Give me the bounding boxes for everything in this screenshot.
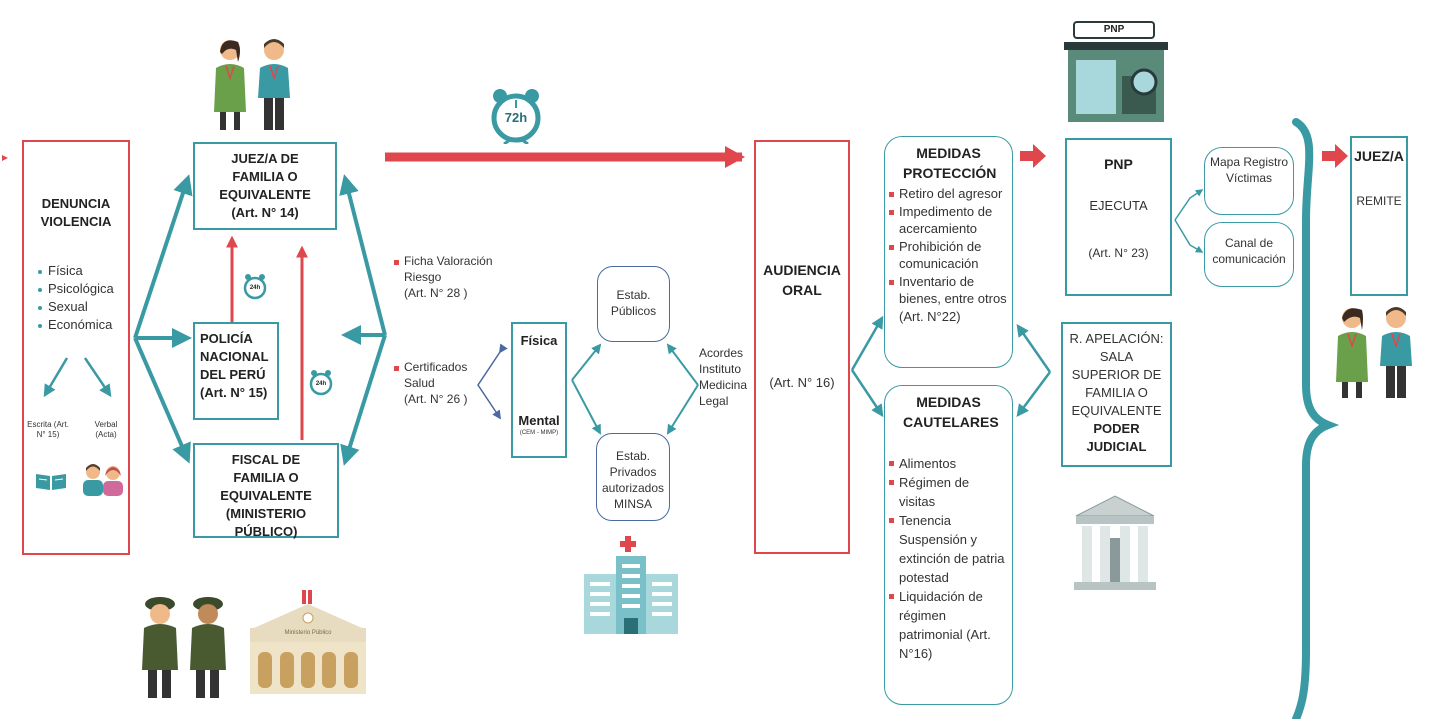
mental-sub: (CEM - MIMP) [519, 430, 559, 436]
pnp-box: PNP EJECUTA (Art. N° 23) [1065, 138, 1172, 296]
juez-familia-title: JUEZ/A DE FAMILIA O EQUIVALENTE [219, 151, 311, 202]
proteccion-item: Retiro del agresor [889, 185, 1008, 203]
type-item: Económica [38, 316, 128, 334]
clock-label: 24h [315, 381, 327, 387]
big-brace [1292, 118, 1340, 719]
estab-privados-box: Estab. Privados autorizados MINSA [596, 433, 670, 521]
audiencia-title: AUDIENCIA ORAL [763, 262, 841, 298]
juez-familia-box: JUEZ/A DE FAMILIA O EQUIVALENTE (Art. N°… [193, 142, 337, 230]
medidas-cautelares-box: MEDIDAS CAUTELARES Alimentos Régimen de … [884, 385, 1013, 705]
type-item: Sexual [38, 298, 128, 316]
fiscal-subtitle: (MINISTERIO PÚBLICO) [225, 506, 307, 539]
cautelares-list: Alimentos Régimen de visitas Tenencia Su… [889, 454, 1008, 663]
clock-72h-icon: 72h [490, 86, 542, 144]
juez-familia-article: (Art. N° 14) [231, 205, 299, 220]
estab-privados-label: Estab. Privados autorizados MINSA [601, 449, 665, 511]
ministerio-sign: Ministerio Público [284, 630, 332, 636]
ficha-text: Ficha Valoración Riesgo [404, 254, 493, 284]
fisica-label: Física [520, 333, 558, 348]
medidas-cautelares-title: MEDIDAS CAUTELARES [903, 394, 999, 430]
mapa-label: Mapa Registro Víctimas [1209, 155, 1289, 185]
acordes-label: Acordes Instituto Medicina Legal [699, 346, 748, 408]
estab-publicos-label: Estab. Públicos [610, 288, 657, 318]
left-edge-mark [2, 155, 8, 161]
medidas-proteccion-box: MEDIDAS PROTECCIÓN Retiro del agresor Im… [884, 136, 1013, 368]
type-item: Psicológica [38, 280, 128, 298]
estab-publicos-box: Estab. Públicos [597, 266, 670, 342]
clock-24h-icon: 24h [309, 368, 333, 396]
pnp-title: PNP [1104, 156, 1133, 172]
family-people-icon [208, 38, 300, 132]
clock-24h-icon: 24h [243, 272, 267, 300]
apelacion-arrows [1016, 323, 1052, 418]
red-vertical-arrows [226, 235, 308, 440]
cert-arrows [477, 343, 508, 420]
juez-remite-title: JUEZ/A [1354, 148, 1404, 164]
canal-box: Canal de comunicación [1204, 222, 1294, 287]
pnp-action: EJECUTA [1089, 198, 1148, 213]
apelacion-text: R. APELACIÓN: SALA SUPERIOR DE FAMILIA O… [1069, 331, 1164, 418]
cautelares-item: Régimen de visitas [889, 473, 1008, 511]
proteccion-item: Impedimento de acercamiento [889, 203, 1008, 238]
certificados-info: Certificados Salud (Art. N° 26 ) [394, 359, 484, 407]
ficha-article: (Art. N° 28 ) [404, 286, 468, 300]
verbal-label: Verbal (Acta) [94, 420, 118, 439]
police-station-icon: PNP [1064, 20, 1170, 124]
pnp-fork-arrows [1174, 189, 1204, 253]
hospital-icon [582, 534, 680, 634]
denuncia-title: DENUNCIA VIOLENCIA [40, 196, 112, 229]
escrita-verbal-arrows [43, 357, 112, 398]
court-building-icon [1074, 494, 1156, 590]
pnp-sign: PNP [1103, 24, 1125, 35]
denuncia-box: DENUNCIA VIOLENCIA Física Psicológica Se… [22, 140, 130, 555]
ministerio-building-icon: Ministerio Público [244, 588, 372, 694]
proteccion-item: Prohibición de comunicación [889, 238, 1008, 273]
red-small-arrows [1020, 144, 1348, 168]
police-officers-icon [138, 592, 234, 700]
juez-remite-box: JUEZ/A REMITE [1350, 136, 1408, 296]
medidas-proteccion-title: MEDIDAS PROTECCIÓN [903, 145, 997, 181]
proteccion-list: Retiro del agresor Impedimento de acerca… [889, 185, 1008, 325]
fisica-mental-box: Física Mental (CEM - MIMP) [511, 322, 567, 458]
mapa-registro-box: Mapa Registro Víctimas [1204, 147, 1294, 215]
clock-label: 24h [249, 285, 261, 291]
certificados-text: Certificados Salud [404, 360, 468, 390]
audiencia-article: (Art. N° 16) [769, 375, 835, 390]
book-icon [34, 470, 68, 492]
proteccion-item: Inventario de bienes, entre otros (Art. … [889, 273, 1008, 326]
type-item: Física [38, 262, 128, 280]
canal-label: Canal de comunicación [1212, 236, 1286, 266]
denuncia-types: Física Psicológica Sexual Económica [38, 262, 128, 334]
ficha-info: Ficha Valoración Riesgo (Art. N° 28 ) [394, 253, 494, 301]
mental-label: Mental [518, 413, 560, 428]
certificados-article: (Art. N° 26 ) [404, 392, 468, 406]
audiencia-arrows [850, 315, 884, 418]
clock-main-label: 72h [504, 110, 528, 125]
people-talk-icon [80, 462, 126, 496]
escrita-label: Escrita (Art. N° 15) [27, 420, 69, 439]
policia-title: POLICÍA NACIONAL DEL PERÚ [200, 331, 269, 382]
cautelares-item: Alimentos [889, 454, 1008, 473]
denuncia-arrows [133, 174, 193, 464]
audiencia-box: AUDIENCIA ORAL (Art. N° 16) [754, 140, 850, 554]
cautelares-item: Liquidación de régimen patrimonial (Art.… [889, 587, 1008, 663]
fiscal-title: FISCAL DE FAMILIA O EQUIVALENTE [220, 452, 312, 503]
apelacion-bold: PODER JUDICIAL [1086, 421, 1147, 454]
apelacion-box: R. APELACIÓN: SALA SUPERIOR DE FAMILIA O… [1061, 322, 1172, 467]
cautelares-item: Tenencia Suspensión y extinción de patri… [889, 511, 1008, 587]
return-arrows [339, 174, 387, 466]
family-people-right-icon [1332, 304, 1420, 400]
juez-remite-action: REMITE [1356, 194, 1402, 208]
policia-box: POLICÍA NACIONAL DEL PERÚ (Art. N° 15) [193, 322, 279, 420]
estab-arrows [571, 343, 699, 435]
policia-article: (Art. N° 15) [200, 385, 268, 400]
pnp-article: (Art. N° 23) [1088, 246, 1149, 260]
fiscal-box: FISCAL DE FAMILIA O EQUIVALENTE (MINISTE… [193, 443, 339, 539]
